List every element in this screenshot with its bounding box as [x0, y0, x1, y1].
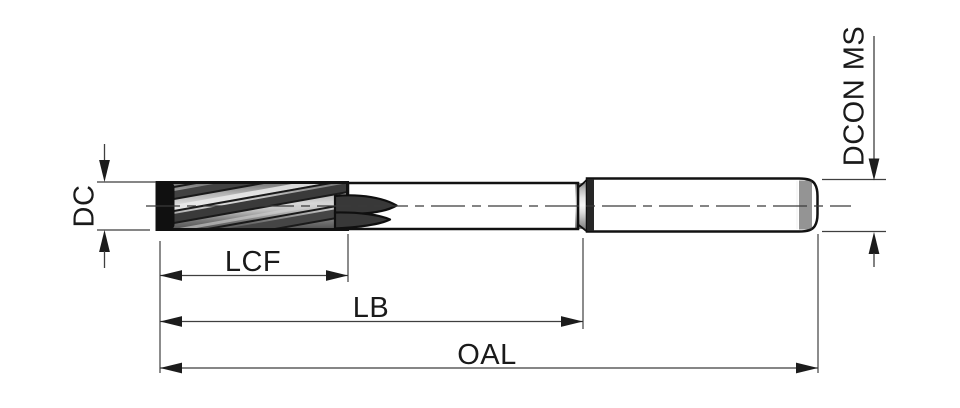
lcf-arrowhead-left [160, 270, 182, 281]
lb-arrowhead-right [561, 316, 583, 327]
shank-outline [585, 177, 819, 233]
oal-dimension: OAL [160, 234, 819, 374]
dcon-arrowhead-bottom [868, 232, 880, 254]
shank-section [585, 177, 819, 233]
shank-left-edge-band [587, 179, 594, 231]
dcon-label: DCON MS [839, 26, 871, 166]
flute-stripes [157, 182, 348, 230]
reamer-tool [146, 177, 851, 233]
shank-right-shading [799, 180, 812, 230]
lb-arrowhead-left [160, 316, 182, 327]
dc-arrowhead-top [99, 160, 110, 182]
flute-runout-lower [333, 211, 392, 230]
oal-arrowhead-right [796, 362, 818, 374]
flute-runout-middle [333, 194, 398, 215]
lb-label: LB [353, 292, 389, 324]
lcf-arrowhead-right [326, 270, 348, 281]
dcon-arrowhead-top [868, 158, 880, 181]
dcon-dimension: DCON MS [822, 26, 886, 267]
dc-arrowhead-bottom [99, 230, 110, 252]
lcf-label: LCF [225, 246, 281, 278]
cutting-flutes-section [155, 181, 398, 231]
oal-label: OAL [457, 339, 517, 371]
dc-label: DC [69, 185, 101, 228]
lcf-dimension: LCF [160, 234, 349, 282]
dc-dimension: DC [69, 144, 156, 268]
oal-arrowhead-left [160, 362, 182, 374]
lb-dimension: LB [160, 238, 584, 329]
